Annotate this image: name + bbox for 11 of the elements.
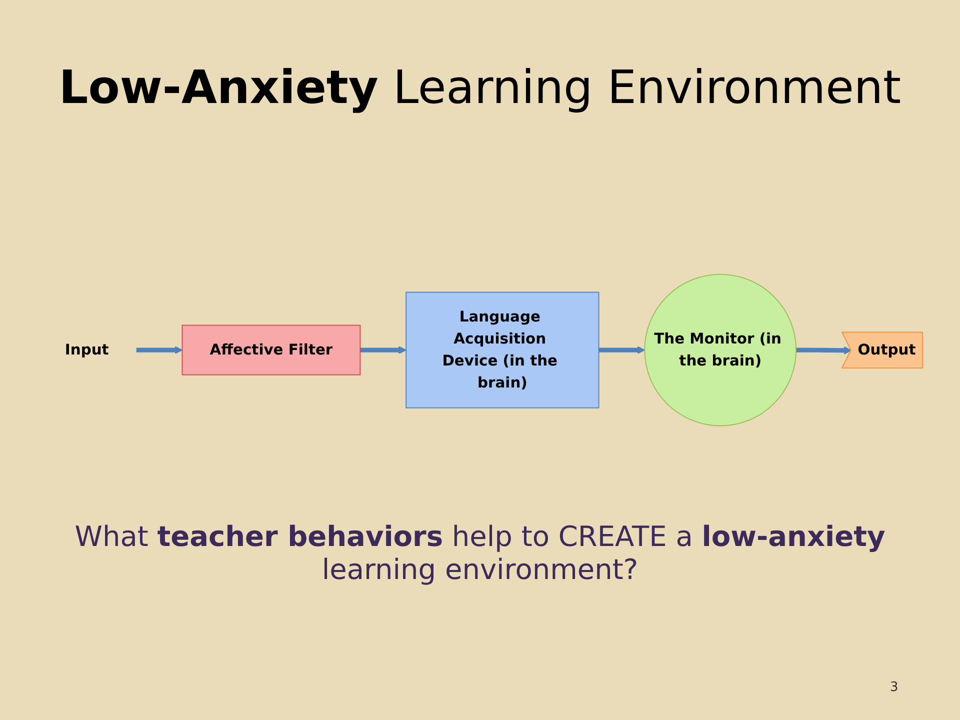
arrow: [360, 346, 406, 354]
arrow: [136, 346, 183, 354]
page-number: 3: [890, 680, 898, 695]
node-box: Affective Filter: [182, 324, 361, 376]
node-text: Input: [64, 340, 109, 358]
node-circle: The Monitor (in the brain): [644, 274, 797, 426]
slide-title: Low-Anxiety Learning Environment: [58, 60, 902, 114]
node-box: Language Acquisition Device (in the brain): [406, 292, 600, 408]
arrow: [598, 346, 646, 354]
arrow: [796, 346, 852, 354]
question-text: What teacher behaviors help to CREATE a low-anxiety learning environment?: [74, 520, 886, 586]
